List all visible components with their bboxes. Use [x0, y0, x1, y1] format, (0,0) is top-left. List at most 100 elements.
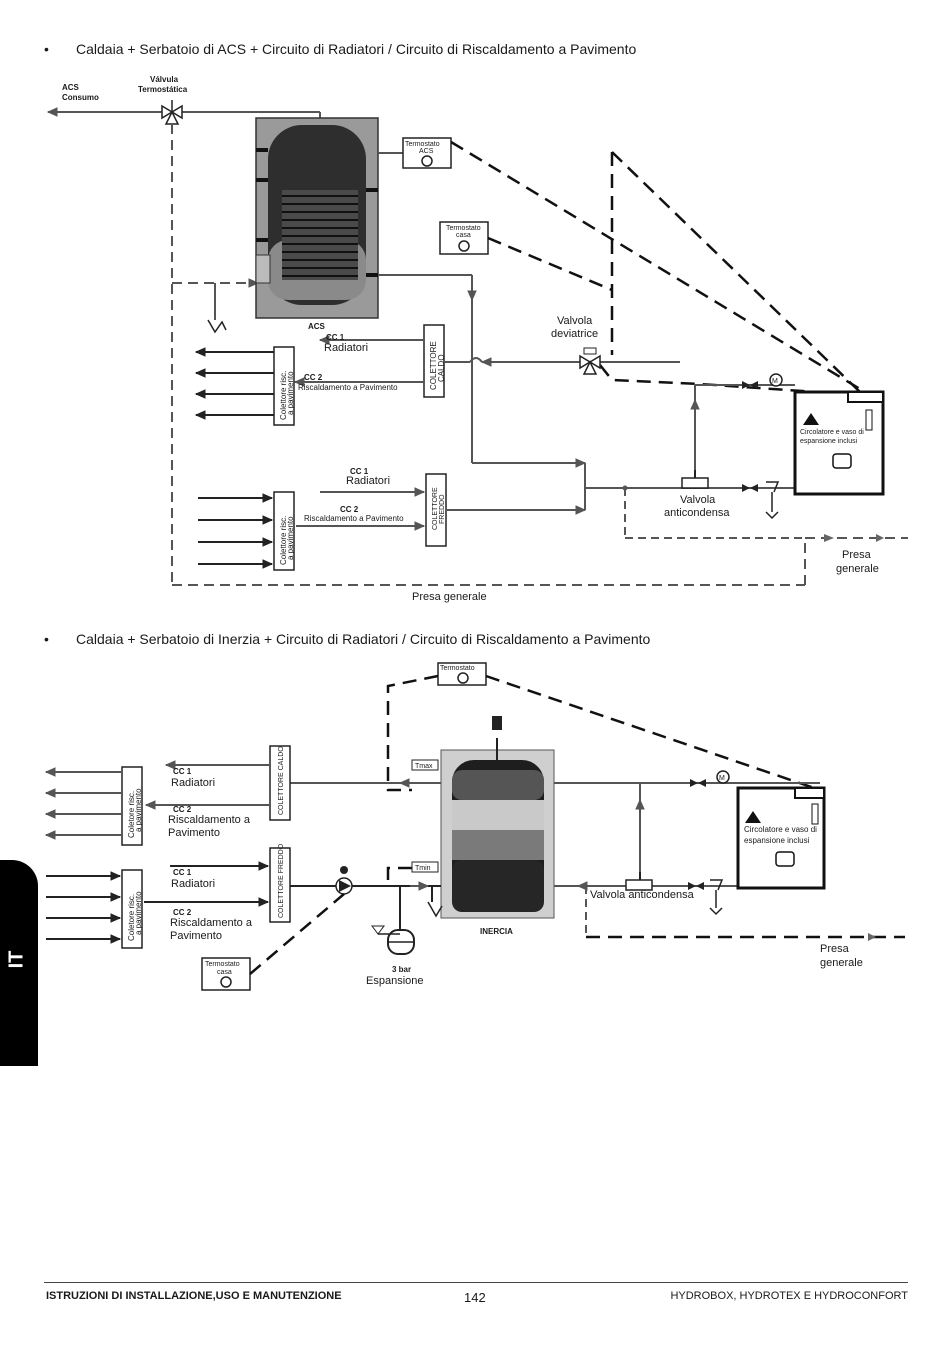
riscaldamento-pav-label-2a: Riscaldamento a [168, 814, 251, 826]
circolatore-2-label-2: espansione inclusi [744, 836, 810, 845]
boiler-1 [793, 390, 885, 496]
termostato-acs-label-2: ACS [419, 148, 434, 155]
shutoff-valve-icon [742, 484, 758, 492]
circolatore-label-2: espansione inclusi [800, 438, 858, 445]
acs-consumo-label-1: ACS [62, 83, 80, 92]
collettore-pav-label-1: Colettore risc. [279, 371, 288, 420]
motor-icon [716, 770, 730, 784]
section2-title: • Caldaia + Serbatoio di Inerzia + Circui… [44, 631, 650, 647]
footer-right: HYDROBOX, HYDROTEX E HYDROCONFORT [670, 1290, 908, 1302]
espansione-label: Espansione [366, 975, 424, 987]
collettore-freddo-label-2: FREDDO [439, 494, 446, 524]
radiatori-label-2: Radiatori [171, 777, 215, 789]
collettore-freddo-label: COLETTORE FREDDO [278, 843, 285, 918]
tmin-label: Tmin [415, 865, 431, 872]
dial-icon [421, 155, 433, 167]
collettore-caldo-label-2: CALDO [437, 354, 446, 382]
valvola-deviatrice-label-1: Valvola [557, 315, 593, 327]
motor-icon [769, 373, 783, 387]
riscaldamento-pav-label-2c: Riscaldamento a [170, 917, 253, 929]
section1-title: •Caldaia + Serbatoio di ACS + Circuito d… [44, 41, 636, 57]
dial-icon [220, 976, 232, 988]
cc1-label-2b: CC 1 [173, 868, 192, 877]
termostato-top: Termostato [437, 662, 487, 686]
page-number: 142 [464, 1290, 486, 1305]
tmin-sensor [411, 861, 439, 873]
section1-title-text: Caldaia + Serbatoio di ACS + Circuito di… [76, 41, 637, 57]
radiatori-label-b: Radiatori [346, 475, 390, 487]
valve-icon [868, 933, 876, 941]
collettore-caldo-label: COLETTORE CALDO [278, 746, 285, 815]
termostato-casa-label-2: casa [456, 232, 471, 239]
riscaldamento-pav-label-2d: Pavimento [170, 930, 222, 942]
cc1-label-2: CC 1 [173, 767, 192, 776]
cc2-label: CC 2 [304, 373, 323, 382]
acs-tank [255, 117, 379, 319]
collettore-pavimento-upper [273, 346, 295, 426]
valvola-deviatrice-icon [579, 347, 601, 375]
circolatore-label-1: Circolatore e vaso di [800, 429, 864, 436]
acs-consumo-label-2: Consumo [62, 93, 99, 102]
diagram-acs: ACS Consumo Válvula Termostática Presa g… [46, 75, 908, 603]
bullet: • [44, 631, 49, 647]
termostato-acs: Termostato ACS [402, 137, 452, 169]
thermostatic-valve-icon [161, 100, 183, 125]
presa-generale-bottom-label: Presa generale [412, 591, 487, 603]
valvola-termostatica-label-2: Termostática [138, 85, 188, 94]
presa-generale-right-label-1: Presa [842, 549, 872, 561]
riscaldamento-pav-label-b: Riscaldamento a Pavimento [304, 514, 404, 523]
collettore-pav-2-label-1b: Coletore risc. [127, 894, 136, 941]
collettore-freddo-label-1: COLETTORE [432, 487, 439, 530]
shutoff-valve-icon [742, 381, 758, 389]
radiatori-label-2b: Radiatori [171, 878, 215, 890]
termostato-casa-2: Termostato casa [201, 957, 251, 991]
dial-icon [457, 672, 469, 684]
cc2-label-b: CC 2 [340, 505, 359, 514]
termostato-casa: Termostato casa [439, 221, 489, 255]
footer-left: ISTRUZIONI DI INSTALLAZIONE,USO E MANUTE… [46, 1290, 342, 1302]
cc1-label: CC 1 [326, 333, 345, 342]
circulator-icon [803, 413, 819, 425]
valvola-termostatica-label-1: Válvula [150, 75, 179, 84]
valvola-anticondensa-label-2: anticondensa [664, 507, 730, 519]
valvola-anticondensa-icon [681, 470, 709, 489]
dial-icon [458, 240, 470, 252]
termostato-casa-label-1: Termostato [446, 225, 481, 232]
inerzia-tank [440, 716, 555, 919]
drain-icon [207, 319, 227, 334]
inerzia-label: INERCIA [480, 927, 513, 936]
circolatore-2-label-1: Circolatore e vaso di [744, 825, 817, 834]
valvola-anticondensa-2-label: Valvola anticondensa [590, 889, 695, 901]
presa-generale-2-label-1: Presa [820, 943, 850, 955]
riscaldamento-pav-label: Riscaldamento a Pavimento [298, 383, 398, 392]
termostato-casa-2-label-2: casa [217, 969, 232, 976]
riscaldamento-pav-label-2b: Pavimento [168, 827, 220, 839]
acs-tank-label: ACS [308, 322, 326, 331]
collettore-pav-label-2b: a pavimento [286, 516, 295, 560]
collettore-pav-2-label-1: Coletore risc. [127, 791, 136, 838]
cc2-label-2b: CC 2 [173, 908, 192, 917]
valvola-anticondensa-2-icon [625, 872, 653, 891]
language-tab-label: IT [5, 950, 28, 969]
boiler-2 [736, 786, 826, 890]
shutoff-valve-icon [690, 779, 706, 787]
shutoff-valve-icon [688, 882, 704, 890]
cc1-label-b: CC 1 [350, 467, 369, 476]
termostato-acs-label-1: Termostato [405, 141, 440, 148]
section2-title-text: Caldaia + Serbatoio di Inerzia + Circuit… [76, 631, 651, 647]
circulator-pump-icon [335, 866, 353, 895]
collettore-pav-label-1b: Colettore risc. [279, 516, 288, 565]
presa-generale-right-label-2: generale [836, 563, 879, 575]
collettore-pav-2-label-2: a pavimento [134, 788, 143, 832]
footer-divider [44, 1282, 908, 1283]
radiatori-label: Radiatori [324, 342, 368, 354]
circulator-icon [745, 811, 761, 823]
collettore-pavimento-upper-2 [121, 766, 143, 846]
collettore-pav-label-2: a pavimento [286, 371, 295, 415]
tmax-sensor [411, 759, 439, 771]
valvola-anticondensa-label-1: Valvola [680, 494, 716, 506]
safety-valve-icon [709, 879, 724, 916]
termostato-label: Termostato [440, 665, 475, 672]
motor-label: M [772, 378, 778, 385]
presa-generale-2-label-2: generale [820, 957, 863, 969]
